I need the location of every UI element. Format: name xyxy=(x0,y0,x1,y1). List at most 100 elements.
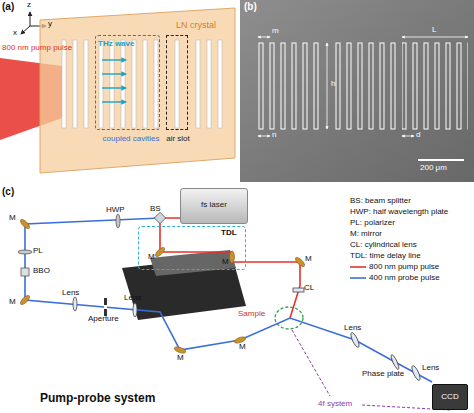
legend-item: TDL: time delay line xyxy=(350,250,474,261)
bbo-crystal xyxy=(21,268,29,276)
axis-label: x xyxy=(13,29,17,38)
air-slot xyxy=(207,40,211,128)
sample-outline xyxy=(274,306,304,330)
sample-ellipse xyxy=(275,307,303,329)
part-label: PL xyxy=(33,247,43,256)
lens xyxy=(349,332,360,349)
legend-item: 400 nm probe pulse xyxy=(350,272,474,283)
air-slot xyxy=(99,40,103,128)
node-label: LN crystal xyxy=(176,21,216,31)
air-slot xyxy=(196,40,200,128)
beam-label: 800 nm pump pulse xyxy=(2,44,72,53)
legend-text: 800 nm pump pulse xyxy=(369,262,439,271)
legend-line-sample xyxy=(350,274,366,282)
part-label: M xyxy=(239,343,246,352)
part-label: Aperture xyxy=(88,315,119,324)
legend-line xyxy=(350,266,366,268)
dimension-label: d xyxy=(416,131,420,140)
beam-splitter xyxy=(154,212,165,223)
node-label: coupled cavities xyxy=(86,135,176,144)
probe-beam-path xyxy=(25,218,432,382)
half-wave-plate xyxy=(116,214,120,228)
laser-box: fs laser xyxy=(180,188,248,224)
part-label: M xyxy=(9,298,16,307)
scale-bar xyxy=(418,159,464,161)
axis-z xyxy=(30,12,31,26)
air-slot xyxy=(132,40,136,128)
legend-text: TDL: time delay line xyxy=(350,251,421,260)
legend-item: CL: cylindrical lens xyxy=(350,239,474,250)
legend-text: M: mirror xyxy=(350,229,382,238)
thz-arrow xyxy=(102,87,126,88)
panel-letter: (b) xyxy=(244,1,257,12)
panel-letter: (a) xyxy=(2,1,14,12)
bracket-line xyxy=(292,330,330,396)
thz-arrow xyxy=(102,59,126,60)
ccd-camera: CCD xyxy=(432,384,468,410)
thz-arrow xyxy=(102,101,126,102)
lens xyxy=(410,365,421,382)
slot-array xyxy=(258,42,324,130)
thz-arrows xyxy=(102,60,126,102)
part-label: M xyxy=(9,214,16,223)
legend-item: BS: beam splitter xyxy=(350,195,474,206)
part-label: M xyxy=(177,354,184,363)
legend-item: 800 nm pump pulse xyxy=(350,261,474,272)
air-slot xyxy=(143,40,147,128)
delay-line-box: TDL xyxy=(138,226,246,270)
air-slot-box: air slot xyxy=(166,35,188,130)
scale-label: 200 μm xyxy=(420,164,447,173)
legend-text: PL: polarizer xyxy=(350,218,395,227)
legend-line-sample xyxy=(350,263,366,271)
air-slot xyxy=(84,40,88,128)
slot-array xyxy=(402,42,468,130)
mirror xyxy=(294,256,306,268)
node-label: CCD xyxy=(433,393,467,402)
legend-text: HWP: half wavelength plate xyxy=(350,207,448,216)
node-label: Sample xyxy=(238,310,265,319)
dimension-arrow xyxy=(258,37,270,38)
part-label: BS xyxy=(150,205,161,214)
part-label: M xyxy=(305,255,312,264)
legend-text: 400 nm probe pulse xyxy=(369,273,440,282)
polarizer xyxy=(18,250,32,254)
legend-text: BS: beam splitter xyxy=(350,196,411,205)
dimension-label: L xyxy=(432,26,436,35)
slot-array xyxy=(330,42,396,130)
axis-label: z xyxy=(27,1,31,10)
part-label: Lens xyxy=(344,324,361,333)
sem-image xyxy=(240,0,474,182)
part-label: M xyxy=(148,253,155,262)
dimension-arrow xyxy=(402,136,414,137)
sample-circle: Sample xyxy=(274,306,304,330)
lens xyxy=(73,297,77,311)
dimension-label: h xyxy=(331,80,335,89)
node-label: air slot xyxy=(153,135,203,144)
axis-label: y xyxy=(48,20,52,29)
part-label: Lens xyxy=(422,364,439,373)
mirror xyxy=(19,294,31,306)
dimension-label: n xyxy=(272,131,276,140)
mirror xyxy=(19,218,31,230)
air-slot xyxy=(154,40,158,128)
axis-x xyxy=(21,26,30,34)
part-label: CL xyxy=(304,284,314,293)
dimension-arrow xyxy=(258,136,270,137)
legend-item: PL: polarizer xyxy=(350,217,474,228)
phase-plate xyxy=(390,354,400,370)
aperture-hole xyxy=(104,305,107,309)
crystal-plate-shape xyxy=(40,8,235,173)
legend: BS: beam splitterHWP: half wavelength pl… xyxy=(350,195,474,283)
mirror xyxy=(154,246,166,258)
part-label: BBO xyxy=(33,267,50,276)
crystal-outline xyxy=(40,8,235,173)
air-slot xyxy=(110,40,114,128)
part-label: Lens xyxy=(62,289,79,298)
legend-item: HWP: half wavelength plate xyxy=(350,206,474,217)
part-label: M xyxy=(222,258,229,267)
legend-item: M: mirror xyxy=(350,228,474,239)
legend-text: CL: cylindrical lens xyxy=(350,240,417,249)
air-slot xyxy=(218,40,222,128)
